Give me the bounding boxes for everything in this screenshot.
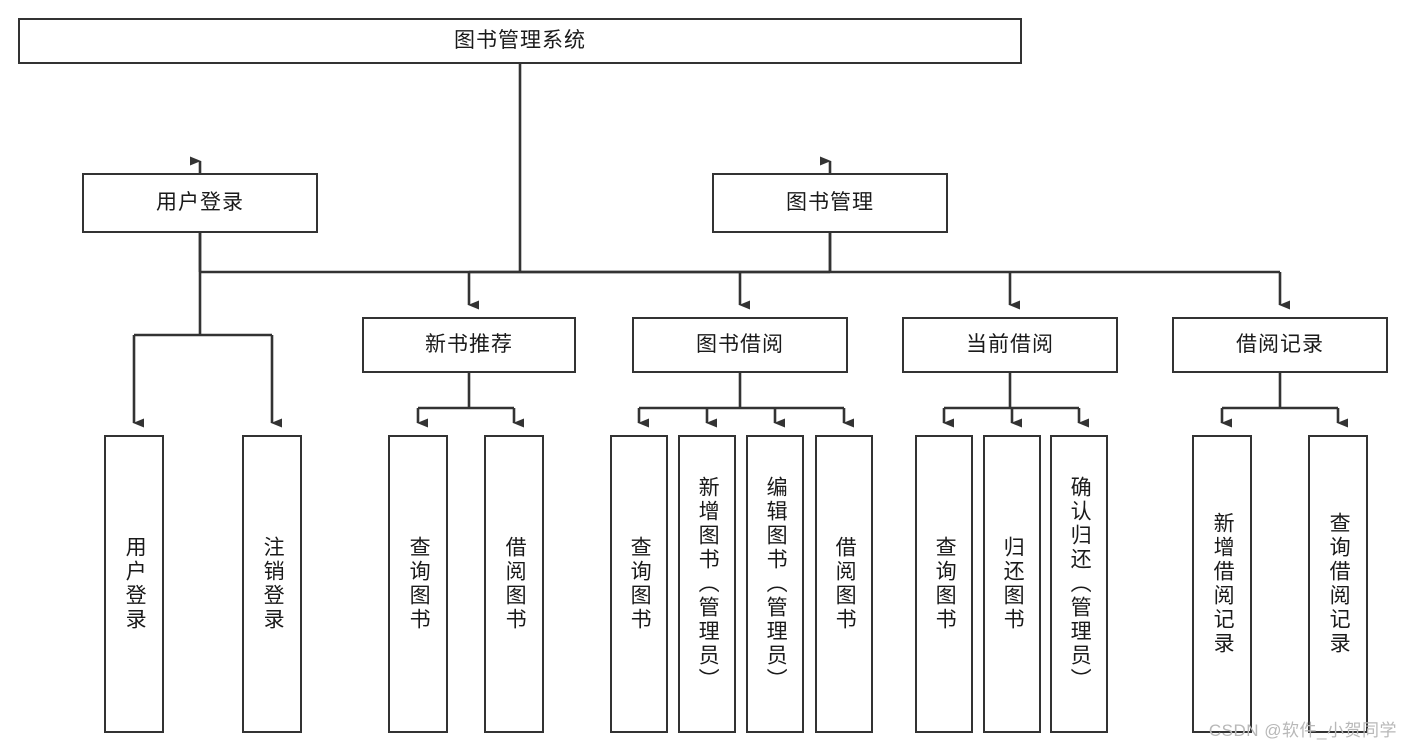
leaf-confirm-return-admin[interactable]: 确认归还（管理员） [1050, 435, 1108, 733]
node-label: 编辑图书（管理员） [764, 476, 788, 692]
csdn-watermark: CSDN @软件_小贺同学 [1208, 721, 1397, 740]
leaf-return-books[interactable]: 归还图书 [983, 435, 1041, 733]
node-label: 借阅记录 [1236, 333, 1324, 357]
node-label: 注销登录 [261, 536, 285, 632]
leaf-query-books-recommendation[interactable]: 查询图书 [388, 435, 448, 733]
node-label: 借阅图书 [833, 536, 857, 632]
leaf-user-login[interactable]: 用户登录 [104, 435, 164, 733]
node-user-login[interactable]: 用户登录 [82, 173, 318, 233]
leaf-borrow-books-recommendation[interactable]: 借阅图书 [484, 435, 544, 733]
leaf-logout[interactable]: 注销登录 [242, 435, 302, 733]
node-label: 查询图书 [628, 536, 652, 632]
node-root-book-management-system[interactable]: 图书管理系统 [18, 18, 1022, 64]
node-label: 新书推荐 [425, 333, 513, 357]
leaf-add-book-admin[interactable]: 新增图书（管理员） [678, 435, 736, 733]
node-label: 图书管理系统 [454, 29, 586, 53]
leaf-add-borrow-record[interactable]: 新增借阅记录 [1192, 435, 1252, 733]
node-label: 查询图书 [407, 536, 431, 632]
node-current-borrowing[interactable]: 当前借阅 [902, 317, 1118, 373]
node-label: 用户登录 [156, 191, 244, 215]
node-new-book-recommendation[interactable]: 新书推荐 [362, 317, 576, 373]
node-label: 借阅图书 [503, 536, 527, 632]
leaf-edit-book-admin[interactable]: 编辑图书（管理员） [746, 435, 804, 733]
node-label: 查询借阅记录 [1327, 512, 1351, 656]
node-book-borrowing[interactable]: 图书借阅 [632, 317, 848, 373]
node-label: 新增借阅记录 [1211, 512, 1235, 656]
node-label: 新增图书（管理员） [696, 476, 720, 692]
node-label: 查询图书 [933, 536, 957, 632]
node-borrow-records[interactable]: 借阅记录 [1172, 317, 1388, 373]
node-label: 当前借阅 [966, 333, 1054, 357]
node-label: 归还图书 [1001, 536, 1025, 632]
node-book-management[interactable]: 图书管理 [712, 173, 948, 233]
leaf-query-books-borrowing[interactable]: 查询图书 [610, 435, 668, 733]
node-label: 图书借阅 [696, 333, 784, 357]
leaf-query-books-current[interactable]: 查询图书 [915, 435, 973, 733]
leaf-borrow-books[interactable]: 借阅图书 [815, 435, 873, 733]
leaf-query-borrow-record[interactable]: 查询借阅记录 [1308, 435, 1368, 733]
node-label: 用户登录 [123, 536, 147, 632]
node-label: 图书管理 [786, 191, 874, 215]
node-label: 确认归还（管理员） [1068, 476, 1092, 692]
